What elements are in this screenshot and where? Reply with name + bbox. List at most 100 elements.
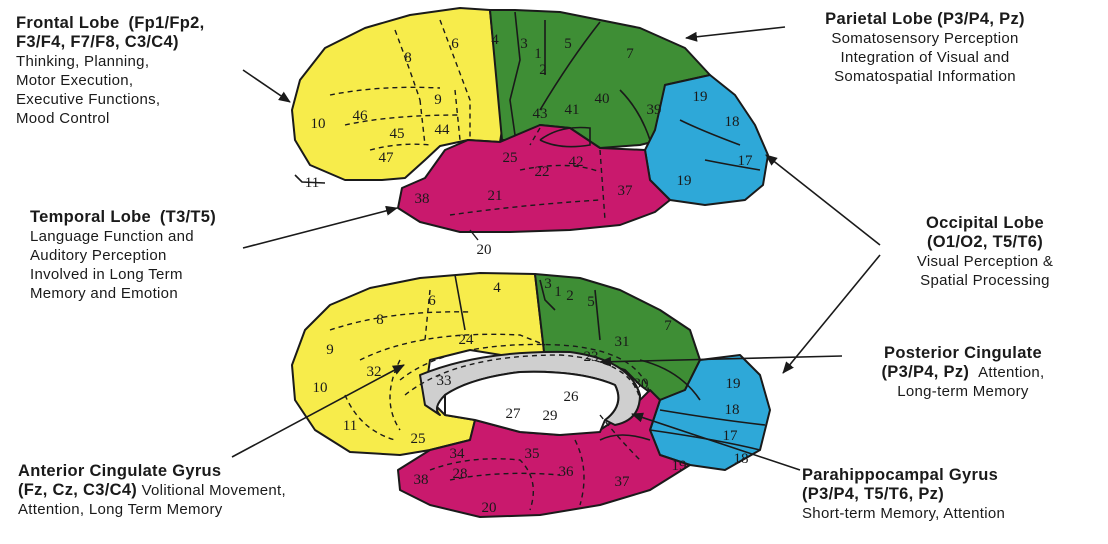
medial-white-region [444, 370, 620, 436]
parahippocampal-arrow [631, 412, 801, 471]
area-label: 27 [506, 406, 522, 422]
area-label: 31 [615, 334, 630, 350]
area-label: 22 [535, 164, 550, 180]
frontal-lobe-annotation: Frontal Lobe (Fp1/Fp2, F3/F4, F7/F8, C3/… [16, 14, 205, 128]
area-label: 10 [313, 380, 328, 396]
anterior-cingulate-arrow [231, 364, 405, 458]
area-label: 1 [554, 284, 562, 300]
anterior-cingulate-annotation: Anterior Cingulate Gyrus (Fz, Cz, C3/C4)… [18, 462, 286, 519]
area-label: 2 [566, 288, 574, 304]
anterior-cingulate-title: Anterior Cingulate Gyrus [18, 462, 222, 480]
lateral-temporal-region [397, 124, 671, 233]
area-label: 36 [559, 464, 575, 480]
area-label: 19 [677, 173, 692, 189]
area-label: 17 [738, 153, 754, 169]
area-label: 6 [451, 36, 459, 52]
area-label: 7 [664, 318, 672, 334]
area-label: 9 [434, 92, 442, 108]
area-label: 30 [634, 376, 649, 392]
temporal-function: Memory and Emotion [30, 285, 178, 302]
area-label: 33 [437, 373, 452, 389]
area-label: 4 [491, 32, 499, 48]
area-label: 5 [564, 36, 572, 52]
occipital-lobe-electrodes: (O1/O2, T5/T6) [926, 233, 1044, 251]
area-label: 21 [488, 188, 503, 204]
area-label: 40 [595, 91, 610, 107]
parietal-lobe-annotation: Parietal Lobe (P3/P4, Pz) Somatosensory … [786, 10, 1064, 86]
anterior-cingulate-electrodes: (Fz, Cz, C3/C4) [18, 481, 138, 499]
frontal-arrow [242, 69, 291, 103]
area-label: 45 [390, 126, 405, 142]
posterior-cingulate-function: Attention, [978, 364, 1045, 381]
temporal-function: Auditory Perception [30, 247, 167, 264]
area-label: 17 [723, 428, 739, 444]
area-label: 38 [415, 191, 430, 207]
parietal-function: Somatosensory Perception [831, 30, 1019, 47]
frontal-function: Motor Execution, [16, 72, 134, 89]
area-label: 43 [533, 106, 548, 122]
area-label: 29 [543, 408, 558, 424]
area-label: 1 [534, 46, 542, 62]
parietal-arrow [685, 26, 786, 42]
area-label: 10 [311, 116, 326, 132]
lateral-brodmann-labels: 4 3 1 2 5 6 7 8 9 46 10 45 44 47 11 43 4… [305, 32, 753, 258]
area-label: 19 [726, 376, 741, 392]
area-label: 19 [672, 458, 687, 474]
occipital-function: Visual Perception & [916, 253, 1054, 270]
occipital-arrow-bottom [782, 254, 881, 374]
area-label: 18 [734, 451, 749, 467]
posterior-cingulate-arrow [599, 355, 843, 367]
area-label: 9 [326, 342, 334, 358]
medial-brodmann-labels: 6 4 3 1 2 5 8 7 9 24 31 32 23 10 33 30 1… [313, 276, 749, 516]
area-label: 18 [725, 114, 740, 130]
area-label: 41 [565, 102, 580, 118]
area-label: 6 [428, 293, 436, 309]
frontal-function: Executive Functions, [16, 91, 161, 108]
area-label: 42 [569, 154, 584, 170]
area-label: 5 [587, 294, 595, 310]
area-label: 3 [544, 276, 552, 292]
parahippocampal-annotation: Parahippocampal Gyrus (P3/P4, T5/T6, Pz)… [802, 466, 1005, 523]
temporal-arrow [242, 205, 398, 249]
area-label: 25 [503, 150, 518, 166]
occipital-function: Spatial Processing [920, 272, 1050, 289]
posterior-cingulate-electrodes: (P3/P4, Pz) [881, 363, 970, 381]
area-label: 18 [725, 402, 740, 418]
area-label: 39 [647, 102, 662, 118]
posterior-cingulate-function: Long-term Memory [897, 383, 1029, 400]
area-label: 4 [493, 280, 501, 296]
area-label: 34 [450, 446, 466, 462]
occipital-lobe-title: Occipital Lobe [926, 214, 1044, 232]
parahippocampal-function: Short-term Memory, Attention [802, 505, 1006, 522]
area-label: 28 [453, 466, 468, 482]
area-label: 20 [482, 500, 497, 516]
area-label: 46 [353, 108, 369, 124]
area-label: 47 [379, 150, 395, 166]
area-label: 26 [564, 389, 580, 405]
area-label: 25 [411, 431, 426, 447]
area-label: 20 [477, 242, 492, 258]
area-label: 11 [305, 175, 319, 191]
frontal-lobe-electrodes: (Fp1/Fp2, [128, 14, 205, 32]
anterior-cingulate-function: Volitional Movement, [141, 482, 286, 499]
frontal-lobe-title: Frontal Lobe [16, 14, 120, 32]
lateral-occipital-region [644, 74, 769, 206]
area-label: 23 [584, 349, 599, 365]
area-label: 7 [626, 46, 634, 62]
area-label: 8 [376, 312, 384, 328]
temporal-lobe-title: Temporal Lobe [30, 208, 151, 226]
parietal-function: Integration of Visual and [840, 49, 1010, 66]
area-label: 38 [414, 472, 429, 488]
frontal-lobe-electrodes-2: F3/F4, F7/F8, C3/C4) [16, 33, 179, 51]
parietal-lobe-title: Parietal Lobe [825, 10, 933, 28]
parietal-lobe-electrodes: (P3/P4, Pz) [937, 10, 1025, 28]
area-label: 44 [435, 122, 451, 138]
parahippocampal-electrodes: (P3/P4, T5/T6, Pz) [802, 485, 945, 503]
temporal-function: Language Function and [30, 228, 194, 245]
area-label: 8 [404, 50, 412, 66]
occipital-lobe-annotation: Occipital Lobe (O1/O2, T5/T6) Visual Per… [880, 214, 1090, 290]
area-label: 11 [343, 418, 357, 434]
area-label: 2 [539, 62, 547, 78]
frontal-function: Mood Control [16, 110, 110, 127]
